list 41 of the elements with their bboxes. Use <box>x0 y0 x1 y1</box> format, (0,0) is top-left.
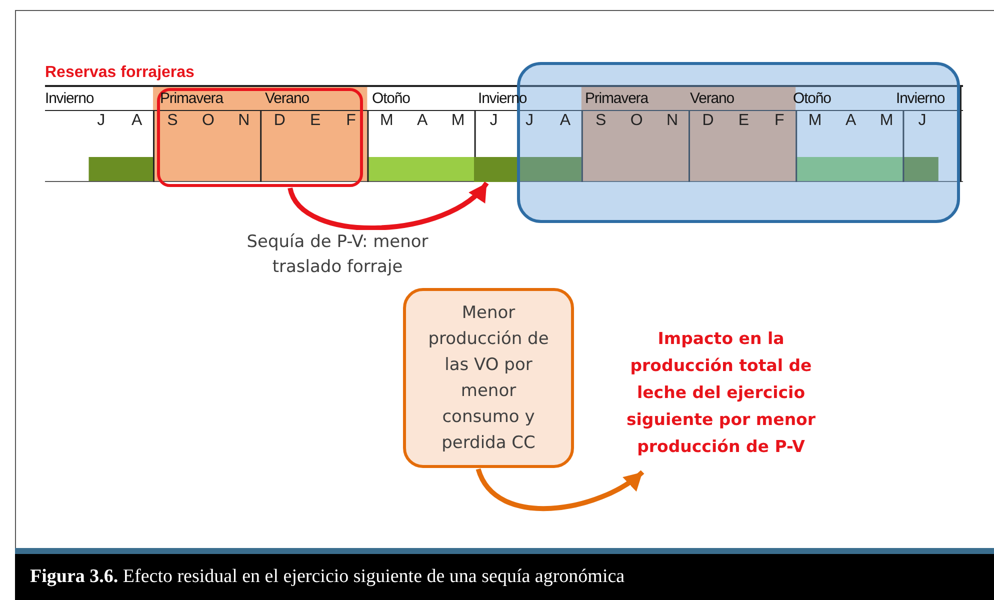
box-text: Menor producción de las VO por menor consumo y perdida CC <box>427 302 550 455</box>
month-label: M <box>450 112 466 130</box>
month-label: O <box>629 112 644 130</box>
figure-caption: Figura 3.6. Efecto residual en el ejercicio siguiente de una sequía agronómica <box>30 566 625 588</box>
month-label: A <box>558 112 572 130</box>
month-label: A <box>130 112 144 130</box>
month-label: M <box>878 112 894 130</box>
impact-text: Impacto en la producción total de leche del ejercicio siguiente por menor producción de P-V <box>625 328 817 458</box>
month-label: M <box>379 112 394 130</box>
month-label: F <box>345 112 357 130</box>
season-label: Verano <box>265 90 309 107</box>
season-label: Primavera <box>160 90 223 107</box>
month-label: J <box>96 112 106 130</box>
season-label: Invierno <box>45 90 94 107</box>
month-label: M <box>807 112 823 130</box>
month-label: J <box>917 112 928 130</box>
month-label: F <box>774 112 786 130</box>
season-label: Invierno <box>896 90 945 107</box>
forage-bar <box>474 157 518 182</box>
month-label: D <box>701 112 715 130</box>
season-label: Otoño <box>372 90 410 107</box>
curved-arrow <box>476 468 644 511</box>
highlight-frame <box>157 88 363 187</box>
season-label: Verano <box>690 90 734 107</box>
month-label: S <box>166 112 179 130</box>
process-box <box>403 288 574 468</box>
month-label: O <box>200 112 216 130</box>
month-label: D <box>272 112 286 130</box>
month-label: E <box>308 112 322 130</box>
season-label: Otoño <box>793 90 831 107</box>
chart-title: Reservas forrajeras <box>45 64 194 82</box>
month-label: N <box>237 112 251 130</box>
month-label: J <box>488 112 499 130</box>
season-label: Primavera <box>585 90 648 107</box>
month-label: A <box>416 112 429 130</box>
curved-arrow <box>288 181 489 230</box>
month-label: A <box>844 112 858 130</box>
month-label: N <box>666 112 680 130</box>
month-label: E <box>737 112 750 130</box>
month-label: J <box>524 112 534 130</box>
month-label: S <box>594 112 608 130</box>
